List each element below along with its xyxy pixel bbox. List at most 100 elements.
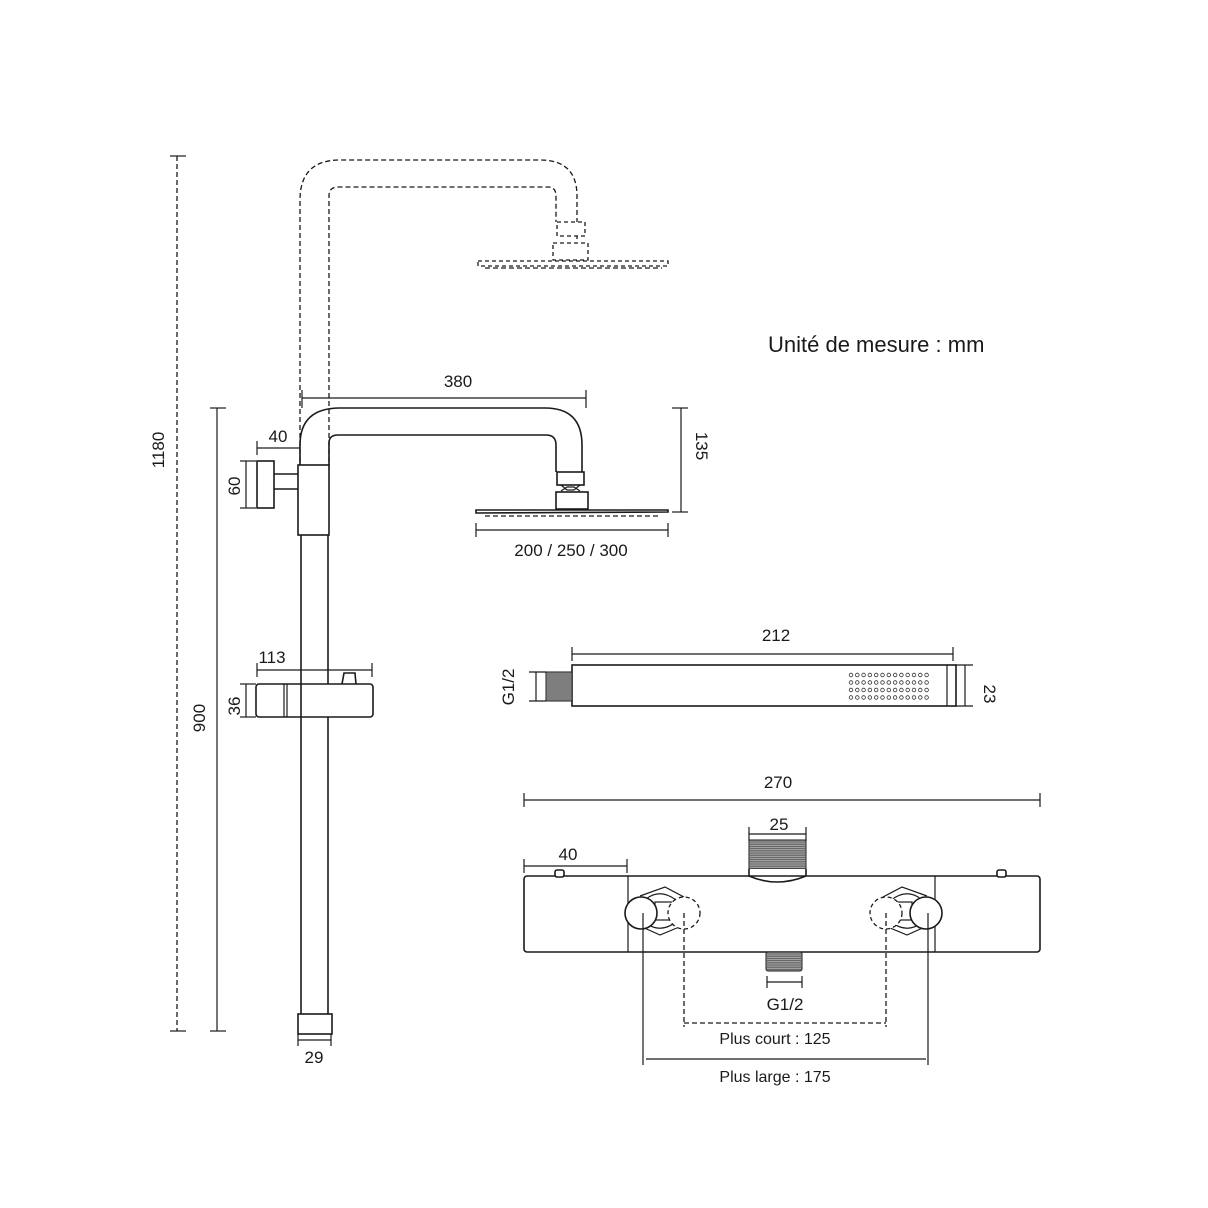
nozzle-dot [867,680,873,685]
nozzle-dot [867,695,873,700]
arm-length-label: 380 [444,372,472,391]
thermostat-bottom-outlet [765,951,803,972]
nozzle-dot [886,680,891,685]
nozzle-dot [899,680,904,685]
nozzle-dot [880,672,885,678]
nozzle-dot [905,695,910,700]
end-cap-width-dimension: 40 [523,845,628,873]
showerhead-drop-dimension: 135 [672,407,711,513]
nozzle-dot [880,687,885,693]
nozzle-dot [911,695,917,700]
rail-height-label: 900 [190,704,209,732]
nozzle-dot [911,672,917,678]
nozzle-dot [911,680,917,685]
hand-shower-nozzle-grid [848,672,929,700]
nozzle-dot [924,687,929,693]
nozzle-dot [892,672,898,678]
nozzle-dot [899,687,904,693]
nozzle-dot [924,680,929,685]
nozzle-dot [918,687,923,693]
nozzle-dot [867,672,873,678]
top-outlet-width-dimension: 25 [748,815,807,841]
nozzle-dot [886,695,891,700]
widest-center-distance-dimension: Plus large : 175 [642,913,929,1086]
nozzle-dot [855,687,860,693]
shortest-center-distance-dimension: Plus court : 125 [683,913,887,1048]
rail-height-dimension: 900 [190,407,226,1032]
nozzle-dot [905,672,910,678]
wall-offset-dimension: 40 [256,427,300,455]
nozzle-dot [905,680,910,685]
total-height-label: 1180 [149,432,168,469]
nozzle-dot [886,672,891,678]
nozzle-dot [855,695,860,700]
nozzle-dot [880,680,885,685]
wall-bracket [256,460,330,536]
nozzle-dot [874,680,879,685]
nozzle-dot [892,695,898,700]
nozzle-dot [848,695,854,700]
hand-shower [545,664,957,707]
thermostat-width-dimension: 270 [523,773,1041,807]
end-cap-width-label: 40 [559,845,578,864]
nozzle-dot [848,680,854,685]
hand-shower-slider [255,672,374,718]
nozzle-dot [861,680,866,685]
wall-bracket-height-label: 60 [225,477,244,496]
hand-shower-thickness-label: 23 [980,685,999,704]
thermostat-width-label: 270 [764,773,792,792]
nozzle-dot [892,687,898,693]
nozzle-dot [905,687,910,693]
nozzle-dot [861,672,866,678]
total-height-dimension: 1180 [149,155,186,1032]
nozzle-dot [892,680,898,685]
nozzle-dot [886,687,891,693]
nozzle-dot [848,672,854,678]
nozzle-dot [899,695,904,700]
hand-shower-length-label: 212 [762,626,790,645]
thermostat-body [523,869,1041,953]
nozzle-dot [874,695,879,700]
nozzle-dot [861,695,866,700]
nozzle-dot [855,672,860,678]
nozzle-dot [918,680,923,685]
slider-width-label: 113 [258,648,285,667]
nozzle-dot [880,695,885,700]
slider-width-dimension: 113 [256,648,373,677]
rain-showerhead [475,471,669,517]
nozzle-dot [918,672,923,678]
nozzle-dot [918,695,923,700]
extended-column-outline [299,159,669,470]
hand-shower-thickness-dimension: 23 [956,664,999,707]
nozzle-dot [899,672,904,678]
pipe-diameter-dimension: 29 [297,1034,332,1067]
hand-shower-connection-dimension: G1/2 [499,669,546,706]
hand-shower-threads [547,673,571,700]
showerhead-drop-label: 135 [692,432,711,460]
showerhead-diameter-dimension: 200 / 250 / 300 [475,523,669,560]
nozzle-dot [924,672,929,678]
wall-offset-label: 40 [269,427,288,446]
nozzle-dot [867,687,873,693]
arm-length-dimension: 380 [301,372,587,408]
widest-center-distance-label: Plus large : 175 [719,1069,830,1086]
hand-shower-connection-label: G1/2 [499,669,518,706]
shower-arm [299,407,583,472]
slider-height-label: 36 [225,697,244,716]
unit-label: Unité de mesure : mm [768,332,984,357]
bottom-outlet-dimension: G1/2 [766,976,804,1014]
showerhead-diameter-label: 200 / 250 / 300 [514,541,627,560]
nozzle-dot [874,687,879,693]
riser-pipe [297,535,333,1035]
slider-height-dimension: 36 [225,683,256,718]
nozzle-dot [861,687,866,693]
hand-shower-length-dimension: 212 [571,626,954,661]
bottom-outlet-label: G1/2 [767,995,804,1014]
nozzle-dot [855,680,860,685]
wall-bracket-height-dimension: 60 [225,460,256,509]
shortest-center-distance-label: Plus court : 125 [719,1031,830,1048]
nozzle-dot [924,695,929,700]
top-outlet-width-label: 25 [770,815,789,834]
pipe-diameter-label: 29 [305,1048,324,1067]
